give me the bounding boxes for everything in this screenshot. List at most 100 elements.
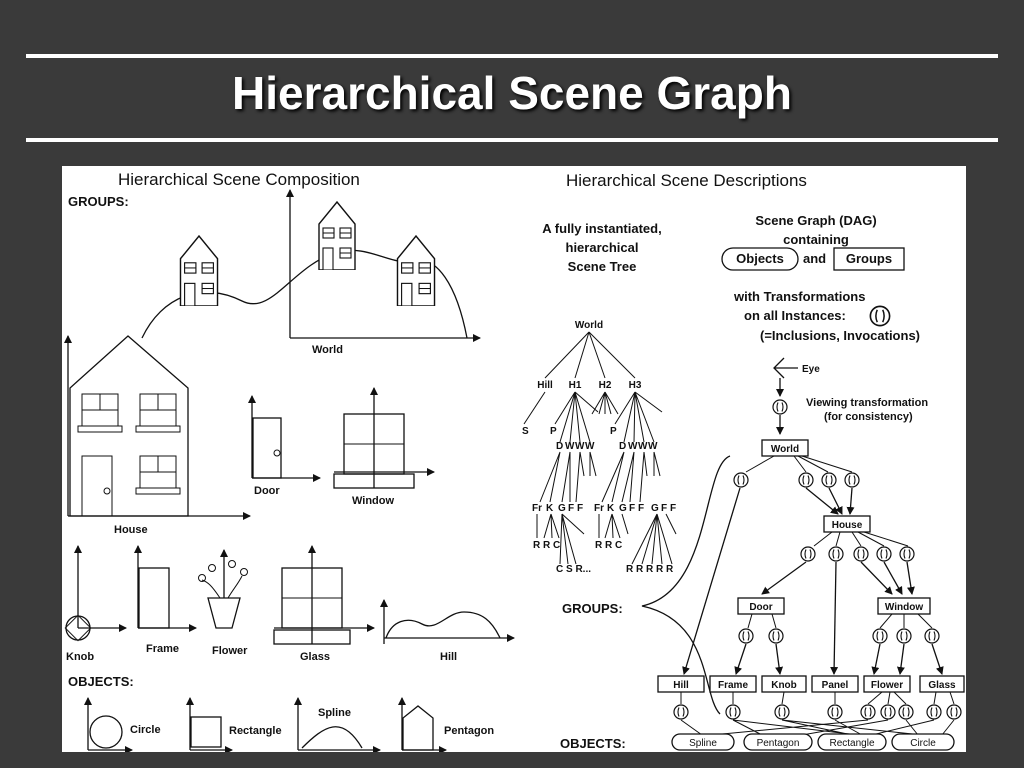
eye-icon [773, 357, 798, 379]
tree-w3-h3: W [648, 441, 658, 452]
tree-p-h3: P [610, 426, 617, 437]
groups-brace [641, 455, 731, 715]
tree-h2: H2 [599, 380, 612, 391]
tree-fr-2: Fr [594, 503, 604, 514]
instance-world-house-3 [844, 472, 860, 488]
tree-f-2b: F [638, 503, 644, 514]
instance-frame-obj [725, 704, 741, 720]
dag-object-spline [671, 733, 735, 751]
instance-symbol-legend [869, 305, 891, 327]
instance-window-frame [872, 628, 888, 644]
tree-caption-line-3: Scene Tree [568, 259, 637, 274]
dag-house-label: House [832, 520, 863, 531]
tree-csr: C S R... [556, 564, 591, 575]
tree-f-1a: F [568, 503, 574, 514]
dag-object-pentagon [743, 733, 813, 751]
instance-knob-obj [774, 704, 790, 720]
tree-root: World [575, 320, 603, 331]
tree-r-2a: R [595, 540, 603, 551]
instance-house-panel [828, 546, 844, 562]
dag-world-label: World [771, 444, 799, 455]
instance-house-door [800, 546, 816, 562]
scene-tree: World Hill H1 H2 H3 S P P D W W W D W W … [522, 320, 677, 575]
tree-w1-h1: W [565, 441, 575, 452]
right-title: Hierarchical Scene Descriptions [566, 171, 807, 190]
tree-w2-h3: W [638, 441, 648, 452]
dag-caption-line-1: Scene Graph (DAG) [755, 213, 876, 228]
circle-label: Circle [130, 724, 161, 736]
dag-object-rectangle [817, 733, 887, 751]
dag-door-label: Door [749, 602, 772, 613]
glass-label: Glass [300, 651, 330, 663]
tree-r-1a: R [533, 540, 541, 551]
instance-house-window-3 [899, 546, 915, 562]
instance-flower-obj-3 [898, 704, 914, 720]
instance-house-window-2 [876, 546, 892, 562]
tree-g-3: G [651, 503, 659, 514]
tree-caption-line-2: hierarchical [566, 240, 639, 255]
instance-eye-world [772, 399, 788, 415]
figure-panel: Hierarchical Scene Composition GROUPS: W… [62, 166, 966, 752]
frame-label: Frame [146, 643, 179, 655]
frame-drawing: Frame [134, 545, 197, 655]
world-label: World [312, 344, 343, 356]
dag-leaf-glass [919, 675, 965, 693]
viewing-line-2: (for consistency) [824, 411, 913, 423]
world-drawing: World [141, 189, 481, 356]
dag-leaf-flower-label: Flower [871, 680, 903, 691]
dag-object-rectangle-label: Rectangle [829, 738, 874, 749]
dag-leaf-hill-label: Hill [673, 680, 689, 691]
title-rule-bottom [26, 138, 998, 142]
dag-caption-line-2: containing [783, 232, 849, 247]
tree-g-1: G [558, 503, 566, 514]
spline-label: Spline [318, 707, 351, 719]
dag-leaf-frame-label: Frame [718, 680, 748, 691]
tree-w2-h1: W [575, 441, 585, 452]
dag-door [737, 597, 785, 615]
tree-c-1: C [553, 540, 560, 551]
instance-glass-obj-1 [926, 704, 942, 720]
flower-label: Flower [212, 645, 248, 657]
right-objects-label: OBJECTS: [560, 736, 626, 751]
groups-box [833, 247, 905, 271]
dag-world [761, 439, 809, 457]
transform-caption-line-2: on all Instances: [744, 308, 846, 323]
title-rule-top [26, 54, 998, 58]
instance-window-flower [896, 628, 912, 644]
dag-objects: Spline Pentagon Rectangle Circle [671, 733, 955, 751]
objects-pill [721, 247, 799, 271]
knob-label: Knob [66, 651, 94, 663]
instance-world-house-2 [821, 472, 837, 488]
scene-graph-figure: Hierarchical Scene Composition GROUPS: W… [64, 170, 965, 752]
hill-label: Hill [440, 651, 457, 663]
tree-f-3b: F [670, 503, 676, 514]
dag-object-circle [891, 733, 955, 751]
tree-h1: H1 [569, 380, 582, 391]
tree-w1-h3: W [628, 441, 638, 452]
house-label: House [114, 524, 148, 536]
window-drawing: Window [333, 387, 435, 507]
objects-pill-label: Objects [736, 251, 784, 266]
door-label: Door [254, 485, 280, 497]
instance-world-hill [733, 472, 749, 488]
tree-r-2b: R [605, 540, 613, 551]
slide-title: Hierarchical Scene Graph [232, 67, 792, 119]
tree-hill: Hill [537, 380, 553, 391]
instance-glass-obj-2 [946, 704, 962, 720]
rectangle-drawing: Rectangle [186, 697, 282, 752]
tree-caption: A fully instantiated, hierarchical Scene… [542, 221, 661, 274]
dag-caption: Scene Graph (DAG) containing Objects and… [721, 213, 920, 343]
dag-object-spline-label: Spline [689, 738, 717, 749]
tree-f-3a: F [661, 503, 667, 514]
transform-caption-line-1: with Transformations [733, 289, 865, 304]
instance-world-house-1 [798, 472, 814, 488]
tree-fr-1: Fr [532, 503, 542, 514]
tree-k-2: K [607, 503, 615, 514]
world-house-left [179, 235, 219, 306]
hill-drawing: Hill [380, 599, 515, 663]
dag-leaf-glass-label: Glass [928, 680, 956, 691]
window-label: Window [352, 495, 394, 507]
instance-panel-obj [827, 704, 843, 720]
spline-drawing: Spline [294, 697, 381, 752]
tree-d-h1: D [556, 441, 563, 452]
